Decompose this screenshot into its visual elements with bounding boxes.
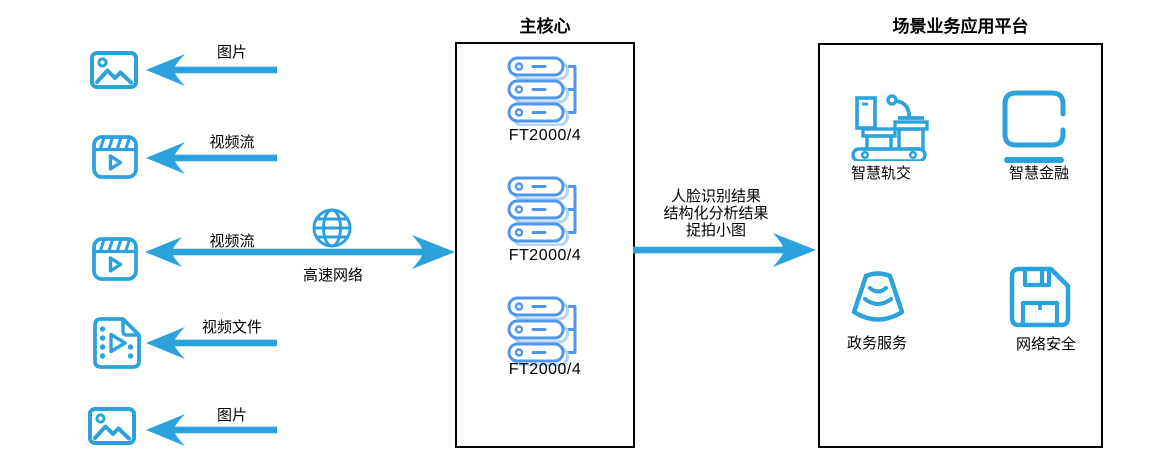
input-label-image-bottom: 图片: [216, 407, 247, 424]
server-label: FT2000/4: [508, 127, 582, 144]
arrow-output: [633, 233, 816, 267]
output-line: 捉拍小图: [685, 222, 746, 239]
image-icon: [90, 51, 138, 89]
fan-icon: [851, 271, 905, 322]
input-label-video-file: 视频文件: [201, 319, 262, 336]
app-label-security: 网络安全: [1015, 336, 1076, 353]
server-stack-icon: [507, 296, 577, 366]
output-line: 人脸识别结果: [670, 188, 761, 205]
server-label: FT2000/4: [508, 247, 582, 264]
video-file-icon: [93, 317, 141, 369]
input-label-video-stream-mid: 视频流: [209, 233, 255, 250]
globe-icon: [312, 208, 352, 248]
app-label-government: 政务服务: [846, 335, 907, 352]
app-label-finance: 智慧金融: [1008, 165, 1069, 182]
image-icon: [88, 407, 136, 445]
arrow-image-bottom: [146, 414, 277, 446]
video-stream-icon: [92, 237, 138, 281]
output-line: 结构化分析结果: [663, 205, 769, 222]
output-description: 人脸识别结果 结构化分析结果 捉拍小图: [630, 188, 802, 239]
floppy-icon: [1009, 266, 1071, 328]
server-stack-icon: [507, 56, 577, 126]
arrow-video-file: [146, 327, 277, 359]
server-label: FT2000/4: [508, 361, 582, 378]
server-stack-icon: [507, 176, 577, 246]
conveyor-icon: [851, 94, 929, 161]
main-core-title: 主核心: [519, 17, 571, 36]
platform-title: 场景业务应用平台: [892, 17, 1029, 36]
video-stream-icon: [92, 135, 138, 179]
app-label-rail: 智慧轨交: [850, 165, 911, 182]
input-label-image-top: 图片: [216, 44, 247, 61]
arrow-high-speed-network: [145, 235, 455, 269]
arrow-video-stream-top: [146, 142, 277, 174]
arrow-image-top: [146, 54, 277, 86]
network-label: 高速网络: [302, 267, 363, 284]
platform-box: [818, 43, 1103, 448]
input-label-video-stream-top: 视频流: [209, 134, 255, 151]
card-icon: [1002, 90, 1066, 163]
